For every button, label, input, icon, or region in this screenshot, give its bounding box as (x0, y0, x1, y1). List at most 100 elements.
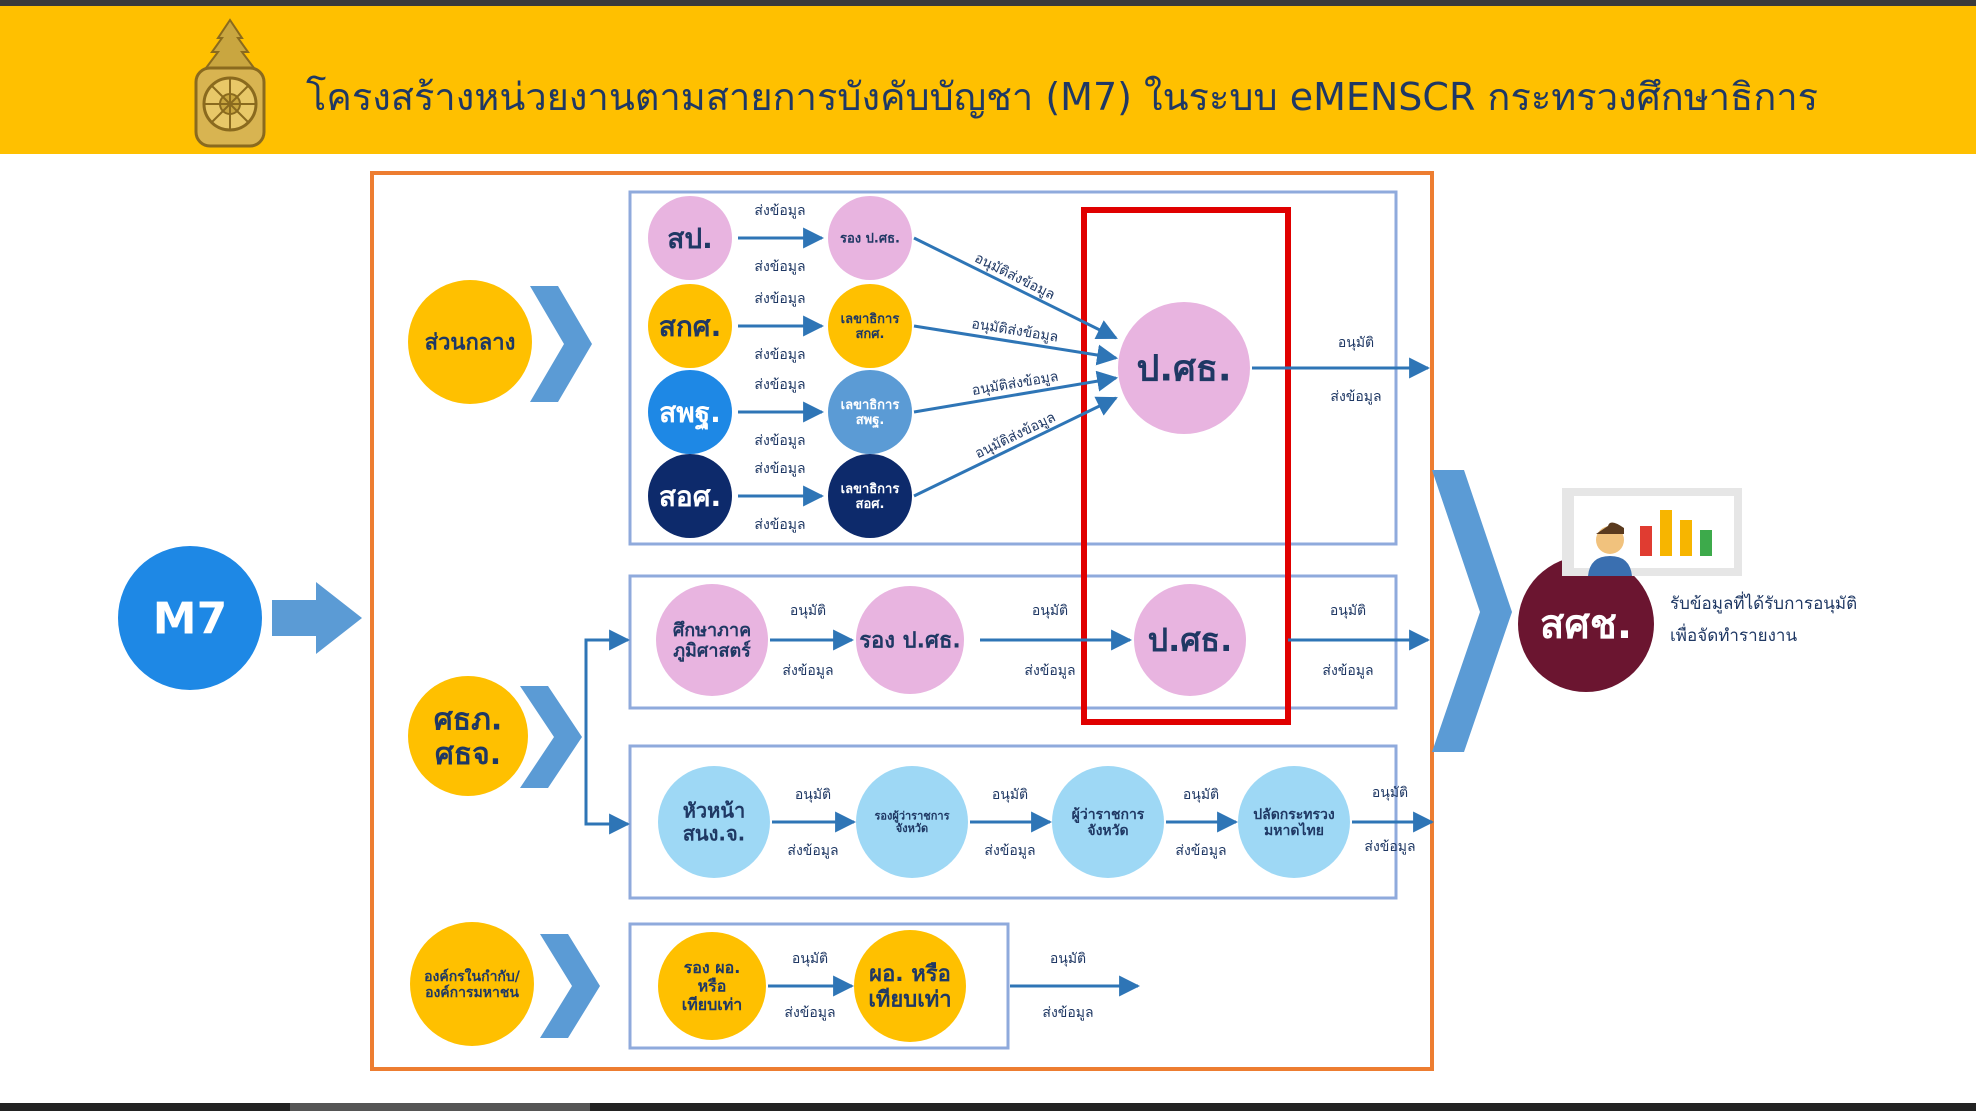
final-node (1518, 556, 1654, 692)
edge-label-approve: อนุมัติ (1338, 335, 1374, 351)
edge-label-approve-send: อนุมัติส่งข้อมูล (972, 250, 1057, 303)
regional-node-label: รอง ป.ศธ. (859, 629, 961, 654)
final-caption: รับข้อมูลที่ได้รับการอนุมัติ เพื่อจัดทำร… (1670, 588, 1857, 652)
edge-label-send: ส่งข้อมูล (754, 203, 805, 219)
regional-node-label: ศึกษาภาคภูมิศาสตร์ (673, 620, 751, 663)
page-title: โครงสร้างหน่วยงานตามสายการบังคับบัญชา (M… (306, 75, 1819, 119)
ministry-seal-icon (194, 18, 266, 148)
split-connector-lower (584, 736, 631, 835)
deputy-to-target-arrow (913, 396, 1118, 498)
edge-label-send: ส่งข้อมูล (1042, 1005, 1093, 1021)
regional-node (1134, 584, 1246, 696)
edge-label-approve: อนุมัติ (1050, 951, 1086, 967)
edge-label-approve: อนุมัติ (1330, 603, 1366, 619)
org-node-label: ผอ. หรือเทียบเท่า (868, 962, 951, 1012)
presenter-bar (1680, 520, 1692, 556)
edge-label-send: ส่งข้อมูล (754, 347, 805, 363)
m7-arrow (272, 582, 362, 654)
edge-label-send: ส่งข้อมูล (754, 377, 805, 393)
edge-label-send: ส่งข้อมูล (754, 259, 805, 275)
m7-label: M7 (153, 593, 227, 644)
final-node-label: สศช. (1540, 602, 1632, 648)
window-bottom-border (0, 1103, 1976, 1111)
central-deputy-node (828, 284, 912, 368)
final-caption-line1: รับข้อมูลที่ได้รับการอนุมัติ (1670, 594, 1858, 614)
central-deputy-label: เลขาธิการสพฐ. (841, 398, 900, 429)
edge-label-send: ส่งข้อมูล (754, 433, 805, 449)
presenter-bar (1660, 510, 1672, 556)
diagram-edges (272, 227, 1512, 1038)
deputy-to-target-arrow (913, 236, 1118, 340)
central-agency-node (648, 284, 732, 368)
org-box (628, 922, 1010, 1050)
final-caption-line2: เพื่อจัดทำรายงาน (1670, 626, 1798, 646)
edge-label-send: ส่งข้อมูล (984, 843, 1035, 859)
central-deputy-node (828, 196, 912, 280)
provincial-node-label: ผู้ว่าราชการจังหวัด (1072, 807, 1145, 839)
regional-group-label: ศธภ.ศธจ. (434, 702, 503, 772)
edge-label-send: ส่งข้อมูล (782, 663, 833, 679)
central-deputy-label: เลขาธิการสอศ. (841, 482, 900, 512)
provincial-node (1052, 766, 1164, 878)
presenter-hair (1596, 522, 1624, 534)
window-top-border (0, 0, 1976, 6)
edge-label-send: ส่งข้อมูล (787, 843, 838, 859)
edge-label-approve-send: อนุมัติส่งข้อมูล (973, 410, 1059, 463)
edge-label-approve: อนุมัติ (1032, 603, 1068, 619)
regional-node-label: ป.ศธ. (1148, 621, 1232, 659)
regional-group-chevron (520, 686, 582, 788)
provincial-node (1238, 766, 1350, 878)
presenter-bar (1640, 526, 1652, 556)
diagram-nodes (118, 196, 1742, 1046)
org-node (854, 930, 966, 1042)
central-group-node (408, 280, 532, 404)
edge-label-approve: อนุมัติ (790, 603, 826, 619)
provincial-node (658, 766, 770, 878)
edge-label-approve: อนุมัติ (1183, 787, 1219, 803)
edge-label-approve: อนุมัติ (795, 787, 831, 803)
split-connector-upper (584, 629, 631, 736)
header-bar: โครงสร้างหน่วยงานตามสายการบังคับบัญชา (M… (0, 6, 1976, 154)
central-agency-label: สอศ. (659, 480, 721, 513)
edge-label-approve: อนุมัติ (1372, 785, 1408, 801)
deputy-to-target-arrow (913, 324, 1119, 366)
deputy-to-target-arrow (913, 370, 1119, 414)
edge-label-send: ส่งข้อมูล (1322, 663, 1373, 679)
provincial-node-label: หัวหน้าสนง.จ. (683, 799, 746, 846)
presenter-bar (1700, 530, 1712, 556)
central-deputy-label: เลขาธิการสกศ. (841, 312, 900, 342)
org-node-label: รอง ผอ.หรือเทียบเท่า (682, 958, 743, 1014)
org-group-node (410, 922, 534, 1046)
edge-label-send: ส่งข้อมูล (754, 517, 805, 533)
org-group-chevron (540, 934, 600, 1038)
presenter-chart-icon (1562, 488, 1742, 576)
org-node (658, 932, 766, 1040)
outer-orange-frame (370, 171, 1434, 1071)
presenter-body (1588, 556, 1632, 576)
central-group-chevron (530, 286, 592, 402)
edge-label-send: ส่งข้อมูล (754, 291, 805, 307)
central-agency-label: สพฐ. (659, 396, 721, 431)
org-group-label: องค์กรในกำกับ/องค์การมหาชน (424, 967, 521, 1001)
highlight-box (1081, 207, 1291, 725)
edge-label-approve: อนุมัติ (792, 951, 828, 967)
regional-node (656, 584, 768, 696)
central-group-label: ส่วนกลาง (425, 331, 516, 356)
regional-group-node (408, 676, 528, 796)
provincial-node (856, 766, 968, 878)
edge-label-approve: อนุมัติ (992, 787, 1028, 803)
central-deputy-label: รอง ป.ศธ. (840, 232, 900, 247)
edge-label-send: ส่งข้อมูล (1330, 389, 1381, 405)
regional-node (856, 586, 964, 694)
window-bottom-segment (290, 1103, 590, 1111)
edge-label-send: ส่งข้อมูล (1024, 663, 1075, 679)
edge-label-send: ส่งข้อมูล (784, 1005, 835, 1021)
merge-chevron (1432, 470, 1512, 752)
central-agency-node (648, 370, 732, 454)
provincial-node-label: ปลัดกระทรวงมหาดไทย (1253, 807, 1335, 839)
central-deputy-node (828, 370, 912, 454)
central-target-label: ป.ศธ. (1136, 349, 1231, 390)
central-agency-node (648, 196, 732, 280)
edge-label-send: ส่งข้อมูล (1175, 843, 1226, 859)
